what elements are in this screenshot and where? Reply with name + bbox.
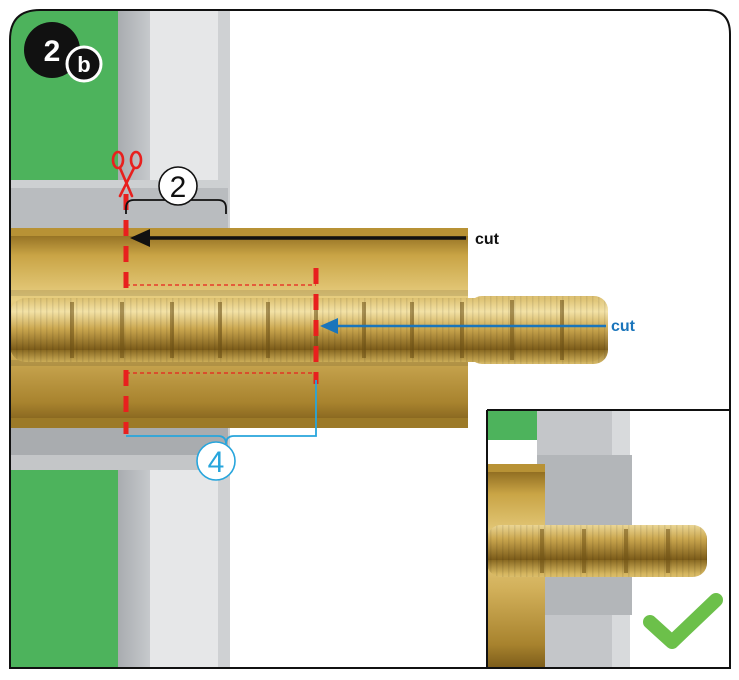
diagram-frame (9, 9, 731, 669)
checkmark-icon (643, 593, 723, 649)
step-sub-letter: b (77, 52, 90, 77)
brass-pin (10, 296, 608, 364)
pcb-board-bottom (10, 470, 118, 668)
outer-cut-label: cut (475, 231, 500, 248)
dimension-label-4: 4 (196, 441, 236, 481)
outer-cut-arrow (130, 229, 466, 247)
svg-text:4: 4 (208, 446, 225, 479)
inner-cut-arrow (320, 318, 606, 334)
step-badge: 2 b (24, 22, 103, 83)
result-inset (486, 409, 730, 668)
step-number: 2 (44, 35, 61, 68)
svg-text:2: 2 (170, 171, 187, 204)
inner-cut-label: cut (611, 318, 636, 335)
scissors-icon (111, 150, 143, 198)
dimension-label-2: 2 (158, 166, 198, 206)
